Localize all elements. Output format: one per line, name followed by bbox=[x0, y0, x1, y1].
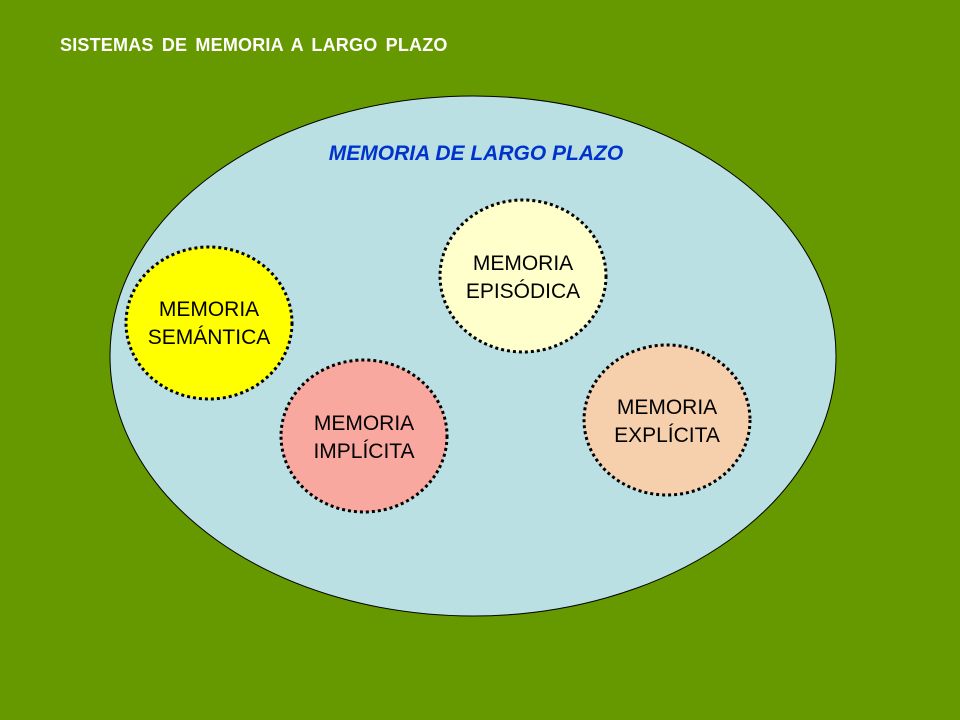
circle-semantica: MEMORIA SEMÁNTICA bbox=[124, 245, 294, 401]
circle-label-line2: EXPLÍCITA bbox=[614, 424, 720, 447]
circle-label-line2: EPISÓDICA bbox=[466, 280, 580, 303]
circle-label-line2: SEMÁNTICA bbox=[148, 326, 271, 349]
circle-label-line2: IMPLÍCITA bbox=[313, 440, 414, 463]
circle-implicita: MEMORIA IMPLÍCITA bbox=[279, 358, 449, 514]
circle-label-line1: MEMORIA bbox=[617, 396, 717, 419]
circle-label-line1: MEMORIA bbox=[159, 298, 259, 321]
long-term-memory-label: MEMORIA DE LARGO PLAZO bbox=[329, 142, 623, 165]
circle-explicita: MEMORIA EXPLÍCITA bbox=[582, 343, 752, 497]
circle-label-line1: MEMORIA bbox=[314, 412, 414, 435]
circle-label-line1: MEMORIA bbox=[473, 252, 573, 275]
circle-episodica: MEMORIA EPISÓDICA bbox=[438, 198, 608, 354]
slide-title: SISTEMAS DE MEMORIA A LARGO PLAZO bbox=[60, 35, 448, 55]
